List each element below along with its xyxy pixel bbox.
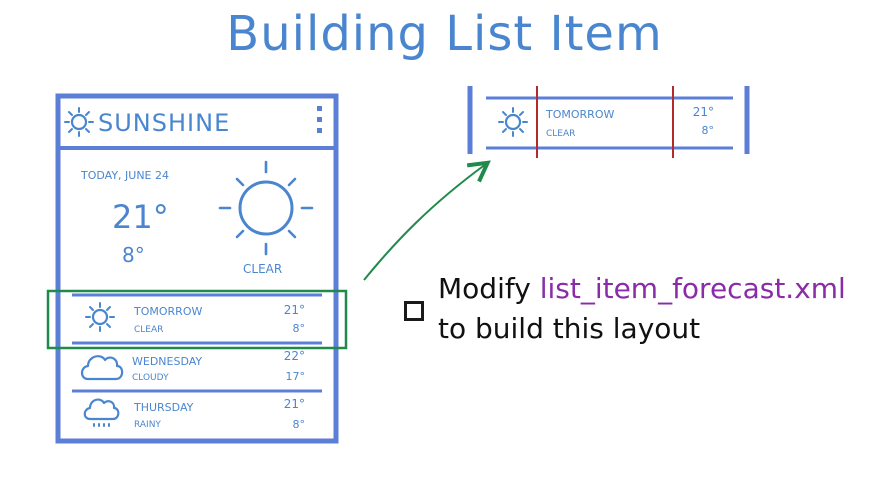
list-item-high: 21°	[284, 303, 305, 317]
phone-frame	[55, 93, 339, 444]
list-item[interactable]: THURSDAY RAINY 21° 8°	[83, 397, 306, 431]
list-item-low: 8°	[293, 322, 306, 335]
app-sun-icon	[63, 106, 95, 138]
task-text-line1: Modify list_item_forecast.xml	[438, 272, 846, 305]
list-item[interactable]: TOMORROW CLEAR 21° 8°	[84, 301, 306, 335]
phone-mockup: SUNSHINE TODAY, JUNE 24 21° 8° CLEAR	[55, 93, 339, 444]
app-title: SUNSHINE	[98, 109, 230, 137]
task-text-line2: to build this layout	[438, 312, 701, 345]
today-high: 21°	[112, 198, 169, 236]
detail-day: TOMORROW	[545, 108, 614, 121]
page-title: Building List Item	[226, 6, 663, 62]
sun-icon	[84, 301, 116, 333]
list-item-condition: CLEAR	[134, 325, 163, 335]
list-item-high: 21°	[284, 397, 305, 411]
sun-icon	[497, 106, 529, 138]
list-item-low: 8°	[293, 418, 306, 431]
list-item-day: WEDNESDAY	[132, 355, 202, 368]
list-item-day: THURSDAY	[133, 401, 194, 414]
list-item-low: 17°	[286, 370, 306, 383]
list-item-day: TOMORROW	[133, 305, 202, 318]
task-checkbox[interactable]	[404, 301, 424, 321]
today-low: 8°	[122, 243, 145, 267]
today-sun-icon	[218, 160, 314, 256]
arrow	[363, 164, 486, 281]
cloud-icon	[80, 355, 124, 381]
list-item[interactable]: WEDNESDAY CLOUDY 22° 17°	[80, 349, 306, 383]
detail-condition: CLEAR	[546, 129, 575, 139]
list-item-high: 22°	[284, 349, 305, 363]
rain-cloud-icon	[83, 398, 120, 427]
highlight-box	[46, 289, 348, 350]
today-date: TODAY, JUNE 24	[80, 169, 169, 182]
detail-high: 21°	[693, 105, 714, 119]
task-prefix: Modify	[438, 272, 540, 305]
task-file-name: list_item_forecast.xml	[539, 272, 846, 305]
overflow-menu-icon[interactable]	[317, 106, 322, 133]
list-item-condition: RAINY	[134, 420, 161, 430]
detail-low: 8°	[702, 124, 715, 137]
list-item-detail: TOMORROW CLEAR 21° 8°	[467, 86, 750, 158]
list-item-condition: CLOUDY	[132, 373, 169, 383]
today-condition: CLEAR	[243, 262, 282, 276]
